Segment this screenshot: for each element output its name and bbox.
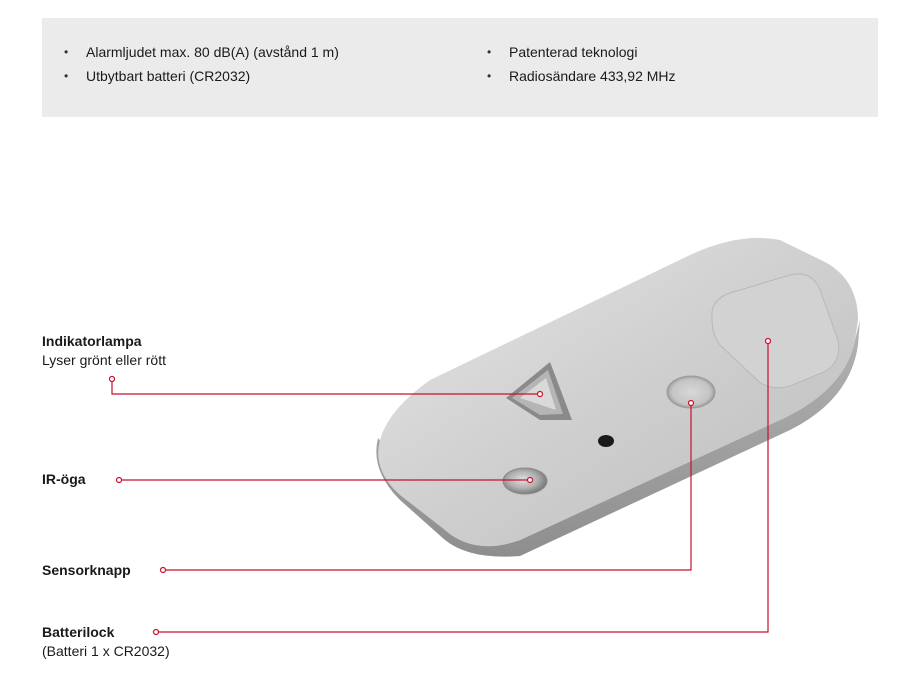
- feature-item: Radiosändare 433,92 MHz: [487, 64, 676, 88]
- battery-callout-dot-end: [764, 337, 772, 345]
- sensor-button-title: Sensorknapp: [42, 562, 131, 578]
- sensor-callout-dot-start: [159, 566, 167, 574]
- battery-callout-line: [156, 341, 769, 633]
- features-right-list: Patenterad teknologi Radiosändare 433,92…: [487, 40, 676, 88]
- sensor-callout-line: [163, 403, 692, 571]
- ir-eye-callout: IR-öga: [42, 470, 86, 489]
- indicator-callout-line: [111, 379, 540, 395]
- battery-cover-shape: [711, 273, 840, 389]
- ir-eye-shape: [502, 467, 548, 495]
- sensor-button-callout: Sensorknapp: [42, 561, 131, 580]
- battery-callout-dot-start: [152, 628, 160, 636]
- ir-eye-title: IR-öga: [42, 471, 86, 487]
- indicator-subtitle: Lyser grönt eller rött: [42, 352, 166, 368]
- sensor-callout-dot-end: [687, 399, 695, 407]
- ir-eye-callout-dot-end: [526, 476, 534, 484]
- battery-cover-callout: Batterilock (Batteri 1 x CR2032): [42, 623, 170, 661]
- indicator-callout-dot-end: [536, 390, 544, 398]
- features-left-list: Alarmljudet max. 80 dB(A) (avstånd 1 m) …: [64, 40, 339, 88]
- feature-item: Patenterad teknologi: [487, 40, 676, 64]
- battery-cover-title: Batterilock: [42, 624, 115, 640]
- battery-cover-subtitle: (Batteri 1 x CR2032): [42, 643, 170, 659]
- feature-item: Utbytbart batteri (CR2032): [64, 64, 339, 88]
- features-panel: Alarmljudet max. 80 dB(A) (avstånd 1 m) …: [42, 18, 878, 117]
- device-hole: [598, 435, 614, 447]
- ir-eye-callout-dot-start: [115, 476, 123, 484]
- indicator-callout-dot-start: [108, 375, 116, 383]
- device-body-side: [376, 320, 860, 557]
- indicator-title: Indikatorlampa: [42, 333, 142, 349]
- feature-item: Alarmljudet max. 80 dB(A) (avstånd 1 m): [64, 40, 339, 64]
- indicator-callout: Indikatorlampa Lyser grönt eller rött: [42, 332, 166, 370]
